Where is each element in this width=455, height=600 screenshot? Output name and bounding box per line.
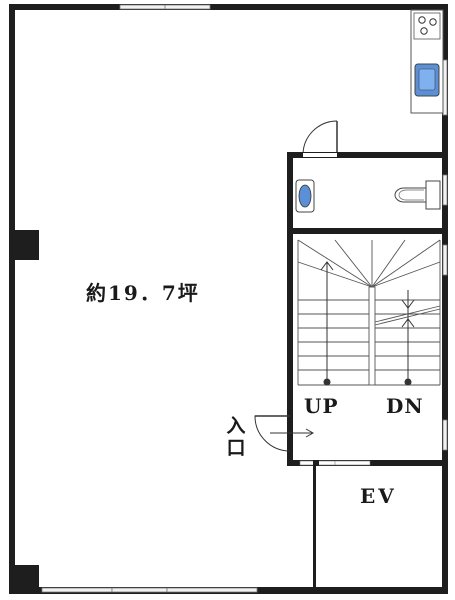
area-label: 約19．7坪 [86, 281, 200, 305]
stair-bottom-wall [287, 460, 445, 466]
entrance-door-icon[interactable] [254, 415, 315, 452]
stair-up-label: UP [304, 394, 339, 418]
toilet-icon [394, 180, 441, 210]
stove-icon [413, 12, 441, 40]
toilet-room [287, 152, 445, 466]
columns [9, 230, 39, 592]
down-arrow-icon [401, 290, 415, 386]
up-arrow-icon [320, 261, 334, 386]
toilet-door-icon [302, 120, 338, 156]
bottom-wall [9, 587, 448, 594]
top-window [119, 4, 211, 10]
washbasin-icon [295, 179, 315, 213]
entrance-label: 入口 [226, 415, 246, 459]
outer-walls [9, 4, 448, 591]
elevator-shaft [313, 460, 442, 592]
kitchen-counter [410, 9, 444, 114]
staircase [297, 239, 441, 386]
sink-icon [414, 63, 440, 97]
elevator-label: EV [360, 484, 397, 508]
stair-down-label: DN [386, 394, 424, 418]
